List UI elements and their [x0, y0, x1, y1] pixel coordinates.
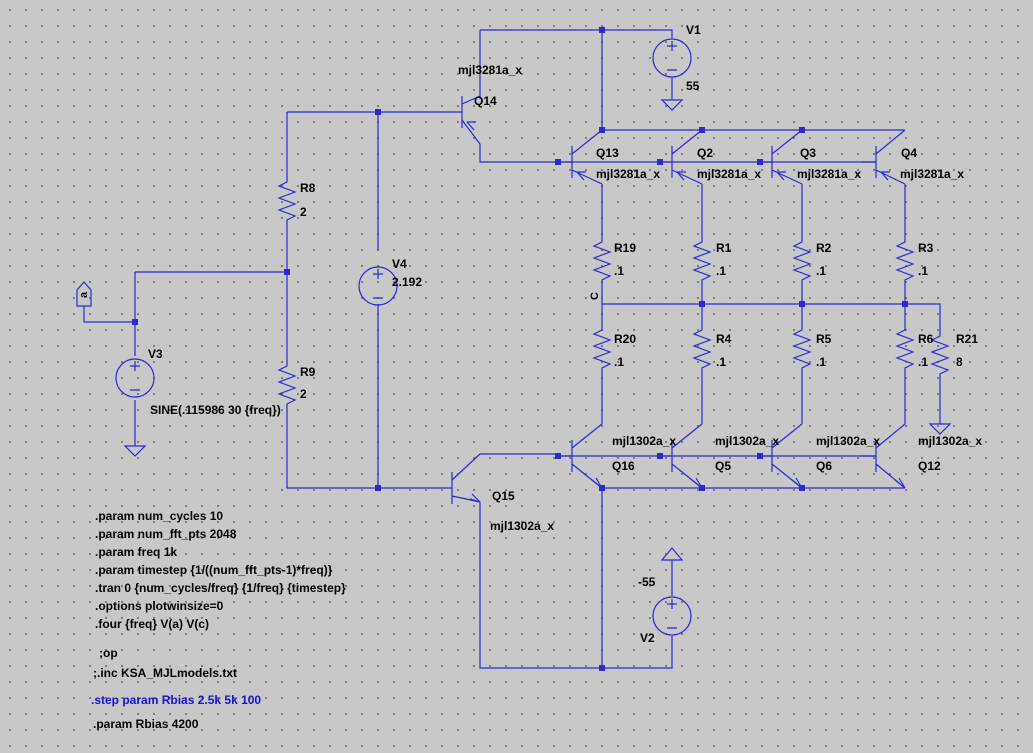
- transistor-q13[interactable]: [558, 129, 603, 185]
- transistor-q15[interactable]: [448, 453, 481, 504]
- r2-name: R2: [816, 241, 832, 255]
- spice-directives[interactable]: .param num_cycles 10 .param num_fft_pts …: [95, 509, 346, 631]
- q4-model: mjl3281a_x: [900, 167, 964, 181]
- directive-line: .param num_cycles 10: [95, 509, 223, 523]
- transistor-q3[interactable]: [760, 129, 803, 185]
- op-directive[interactable]: ;op: [99, 646, 118, 660]
- net-label-a: a: [78, 291, 90, 298]
- r6-value: .1: [918, 355, 928, 369]
- q14-name: Q14: [474, 94, 497, 108]
- directive-line: .param num_fft_pts 2048: [95, 527, 237, 541]
- v2-value: -55: [638, 575, 656, 589]
- source-v4[interactable]: [358, 266, 398, 306]
- r3-name: R3: [918, 241, 934, 255]
- r5-name: R5: [816, 332, 832, 346]
- r19-value: .1: [614, 264, 624, 278]
- r8-name: R8: [300, 181, 316, 195]
- resistor-r4[interactable]: [692, 324, 712, 372]
- r21-name: R21: [956, 332, 978, 346]
- resistor-r1[interactable]: [692, 236, 712, 284]
- directive-line: .param timestep {1/((num_fft_pts-1)*freq…: [95, 563, 333, 577]
- r6-name: R6: [918, 332, 934, 346]
- resistor-r19[interactable]: [592, 236, 612, 284]
- ground-r21: [928, 423, 952, 435]
- v4-name: V4: [392, 257, 407, 271]
- ground-v3: [123, 445, 147, 457]
- q12-model: mjl1302a_x: [918, 434, 982, 448]
- r4-name: R4: [716, 332, 732, 346]
- wires: [83, 29, 941, 669]
- q16-name: Q16: [612, 459, 635, 473]
- q15-name: Q15: [492, 489, 515, 503]
- q16-model: mjl1302a_x: [612, 434, 676, 448]
- source-v1[interactable]: [652, 38, 692, 78]
- r19-name: R19: [614, 241, 636, 255]
- r20-name: R20: [614, 332, 636, 346]
- q2-model: mjl3281a_x: [697, 167, 761, 181]
- q6-name: Q6: [816, 459, 832, 473]
- r9-value: 2: [300, 387, 307, 401]
- transistor-q14[interactable]: [448, 95, 481, 145]
- q2-name: Q2: [697, 146, 713, 160]
- q5-model: mjl1302a_x: [715, 434, 779, 448]
- transistor-q12[interactable]: [862, 423, 906, 489]
- v3-name: V3: [148, 347, 163, 361]
- ground-v1: [660, 99, 684, 111]
- r8-value: 2: [300, 205, 307, 219]
- resistor-r9[interactable]: [277, 360, 297, 408]
- net-label-c: C: [589, 292, 601, 300]
- transistor-q2[interactable]: [660, 129, 703, 185]
- r5-value: .1: [816, 355, 826, 369]
- r1-value: .1: [716, 264, 726, 278]
- v3-value: SINE(.115986 30 {freq}): [150, 403, 281, 417]
- v1-name: V1: [686, 23, 701, 37]
- r9-name: R9: [300, 365, 316, 379]
- q3-name: Q3: [800, 146, 816, 160]
- q12-name: Q12: [918, 459, 941, 473]
- q6-model: mjl1302a_x: [816, 434, 880, 448]
- v4-value: 2.192: [392, 275, 422, 289]
- r3-value: .1: [918, 264, 928, 278]
- power-flag-v2: [660, 547, 684, 561]
- q13-model: mjl3281a_x: [596, 167, 660, 181]
- rbias-directive[interactable]: .param Rbias 4200: [93, 717, 199, 731]
- junctions: [132, 27, 908, 671]
- resistor-r8[interactable]: [277, 176, 297, 224]
- directive-line: .tran 0 {num_cycles/freq} {1/freq} {time…: [95, 581, 346, 595]
- step-directive[interactable]: .step param Rbias 2.5k 5k 100: [91, 693, 261, 707]
- net-flag-a[interactable]: a: [76, 281, 92, 307]
- resistor-r3[interactable]: [895, 236, 915, 284]
- q13-name: Q13: [596, 146, 619, 160]
- r20-value: .1: [614, 355, 624, 369]
- v2-name: V2: [640, 631, 655, 645]
- resistor-r6[interactable]: [895, 324, 915, 372]
- r4-value: .1: [716, 355, 726, 369]
- transistor-q4[interactable]: [862, 129, 906, 185]
- resistor-r2[interactable]: [792, 236, 812, 284]
- q5-name: Q5: [715, 459, 731, 473]
- inc-directive[interactable]: ;.inc KSA_MJLmodels.txt: [93, 666, 237, 680]
- directive-line: .options plotwinsize=0: [95, 599, 224, 613]
- directive-line: .four {freq} V(a) V(c): [95, 617, 209, 631]
- r1-name: R1: [716, 241, 732, 255]
- resistor-r20[interactable]: [592, 324, 612, 372]
- q15-model: mjl1302a_x: [490, 519, 554, 533]
- source-v2[interactable]: [652, 596, 692, 636]
- v1-value: 55: [686, 79, 700, 93]
- source-v3[interactable]: [115, 358, 155, 398]
- resistor-r21[interactable]: [930, 330, 950, 378]
- q3-model: mjl3281a_x: [797, 167, 861, 181]
- r21-value: 8: [956, 355, 963, 369]
- q14-model: mjl3281a_x: [458, 63, 522, 77]
- q4-name: Q4: [901, 146, 917, 160]
- r2-value: .1: [816, 264, 826, 278]
- resistor-r5[interactable]: [792, 324, 812, 372]
- directive-line: .param freq 1k: [95, 545, 177, 559]
